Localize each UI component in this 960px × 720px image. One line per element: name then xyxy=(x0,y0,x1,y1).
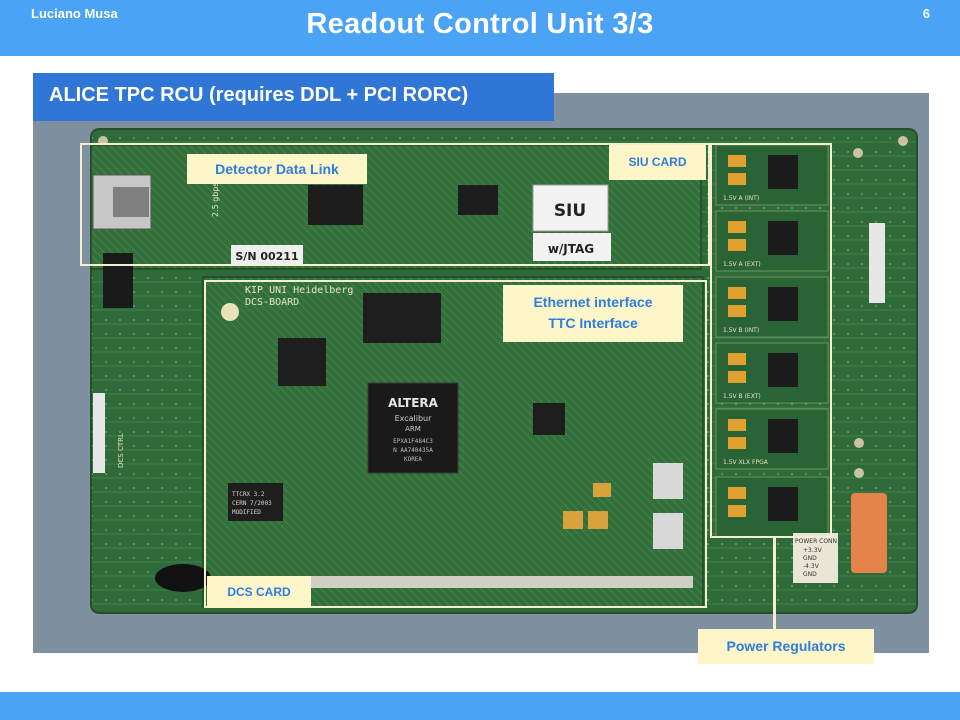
reg4-text: 1.5V B (EXT) xyxy=(723,393,761,400)
detector-data-link-label: Detector Data Link xyxy=(187,154,367,184)
power-regulators-frame xyxy=(710,143,832,538)
slide-title: Readout Control Unit 3/3 xyxy=(306,8,654,40)
siu-jtag-text: w/JTAG xyxy=(548,242,594,256)
ethernet-interface-text: Ethernet interface xyxy=(533,294,653,310)
fpga-brand-text: ALTERA xyxy=(388,396,439,410)
power-regulators-label: Power Regulators xyxy=(698,629,874,664)
title-bar xyxy=(0,0,960,56)
ttc-chip-text-3: MODIFIED xyxy=(232,509,261,516)
footer-bar xyxy=(0,692,960,720)
dcs-header-text: KIP UNI Heidelberg xyxy=(245,285,353,296)
reg1-text: 1.5V A (INT) xyxy=(723,195,759,202)
footer-author: Luciano Musa xyxy=(31,6,118,21)
serial-number-text: S/N 00211 xyxy=(235,250,298,263)
dcs-ctrl-text: DCS CTRL xyxy=(117,433,125,468)
siu-logo-text: SIU xyxy=(554,201,586,221)
fpga-arm-text: ARM xyxy=(405,425,421,433)
dcs-card-label: DCS CARD xyxy=(207,576,311,608)
dcs-card-frame xyxy=(204,280,707,608)
fpga-lot-text: N AA740435A xyxy=(393,447,433,454)
ttc-chip-text-2: CERN 7/2003 xyxy=(232,500,272,507)
footer-page-number: 6 xyxy=(922,6,930,21)
reg5-text: 1.5V XLX FPGA xyxy=(723,459,769,466)
fpga-family-text: Excalibur xyxy=(395,414,433,423)
siu-card-label: SIU CARD xyxy=(609,145,706,180)
pc-line3-text: -4.3V xyxy=(803,563,820,570)
fpga-origin-text: KOREA xyxy=(404,456,422,463)
pc-line1-text: +3.3V xyxy=(803,547,823,554)
siu-card-frame xyxy=(80,143,710,266)
ethernet-ttc-label: Ethernet interface TTC Interface xyxy=(503,285,683,342)
subtitle-text: ALICE TPC RCU (requires DDL + PCI RORC) xyxy=(49,84,469,106)
reg2-text: 1.5V A (EXT) xyxy=(723,261,761,268)
pc-line2-text: GND xyxy=(803,555,817,562)
power-regulators-leader xyxy=(773,538,776,630)
ttc-chip-text: TTCRX 3.2 xyxy=(232,491,265,498)
subtitle-box: ALICE TPC RCU (requires DDL + PCI RORC) xyxy=(33,73,554,121)
power-conn-text: POWER CONN xyxy=(795,538,837,545)
ttc-interface-text: TTC Interface xyxy=(548,315,638,331)
fpga-part-text: EPXA1F484C3 xyxy=(393,438,433,445)
regulator-group: 1.5V A (INT) 1.5V A (EXT) 1.5V B (INT) 1… xyxy=(715,144,829,538)
ddl-text: 2.5 gbps DDL xyxy=(211,162,220,217)
dcs-board-text: DCS-BOARD xyxy=(245,297,299,308)
pc-line4-text: GND xyxy=(803,571,817,578)
reg3-text: 1.5V B (INT) xyxy=(723,327,759,334)
